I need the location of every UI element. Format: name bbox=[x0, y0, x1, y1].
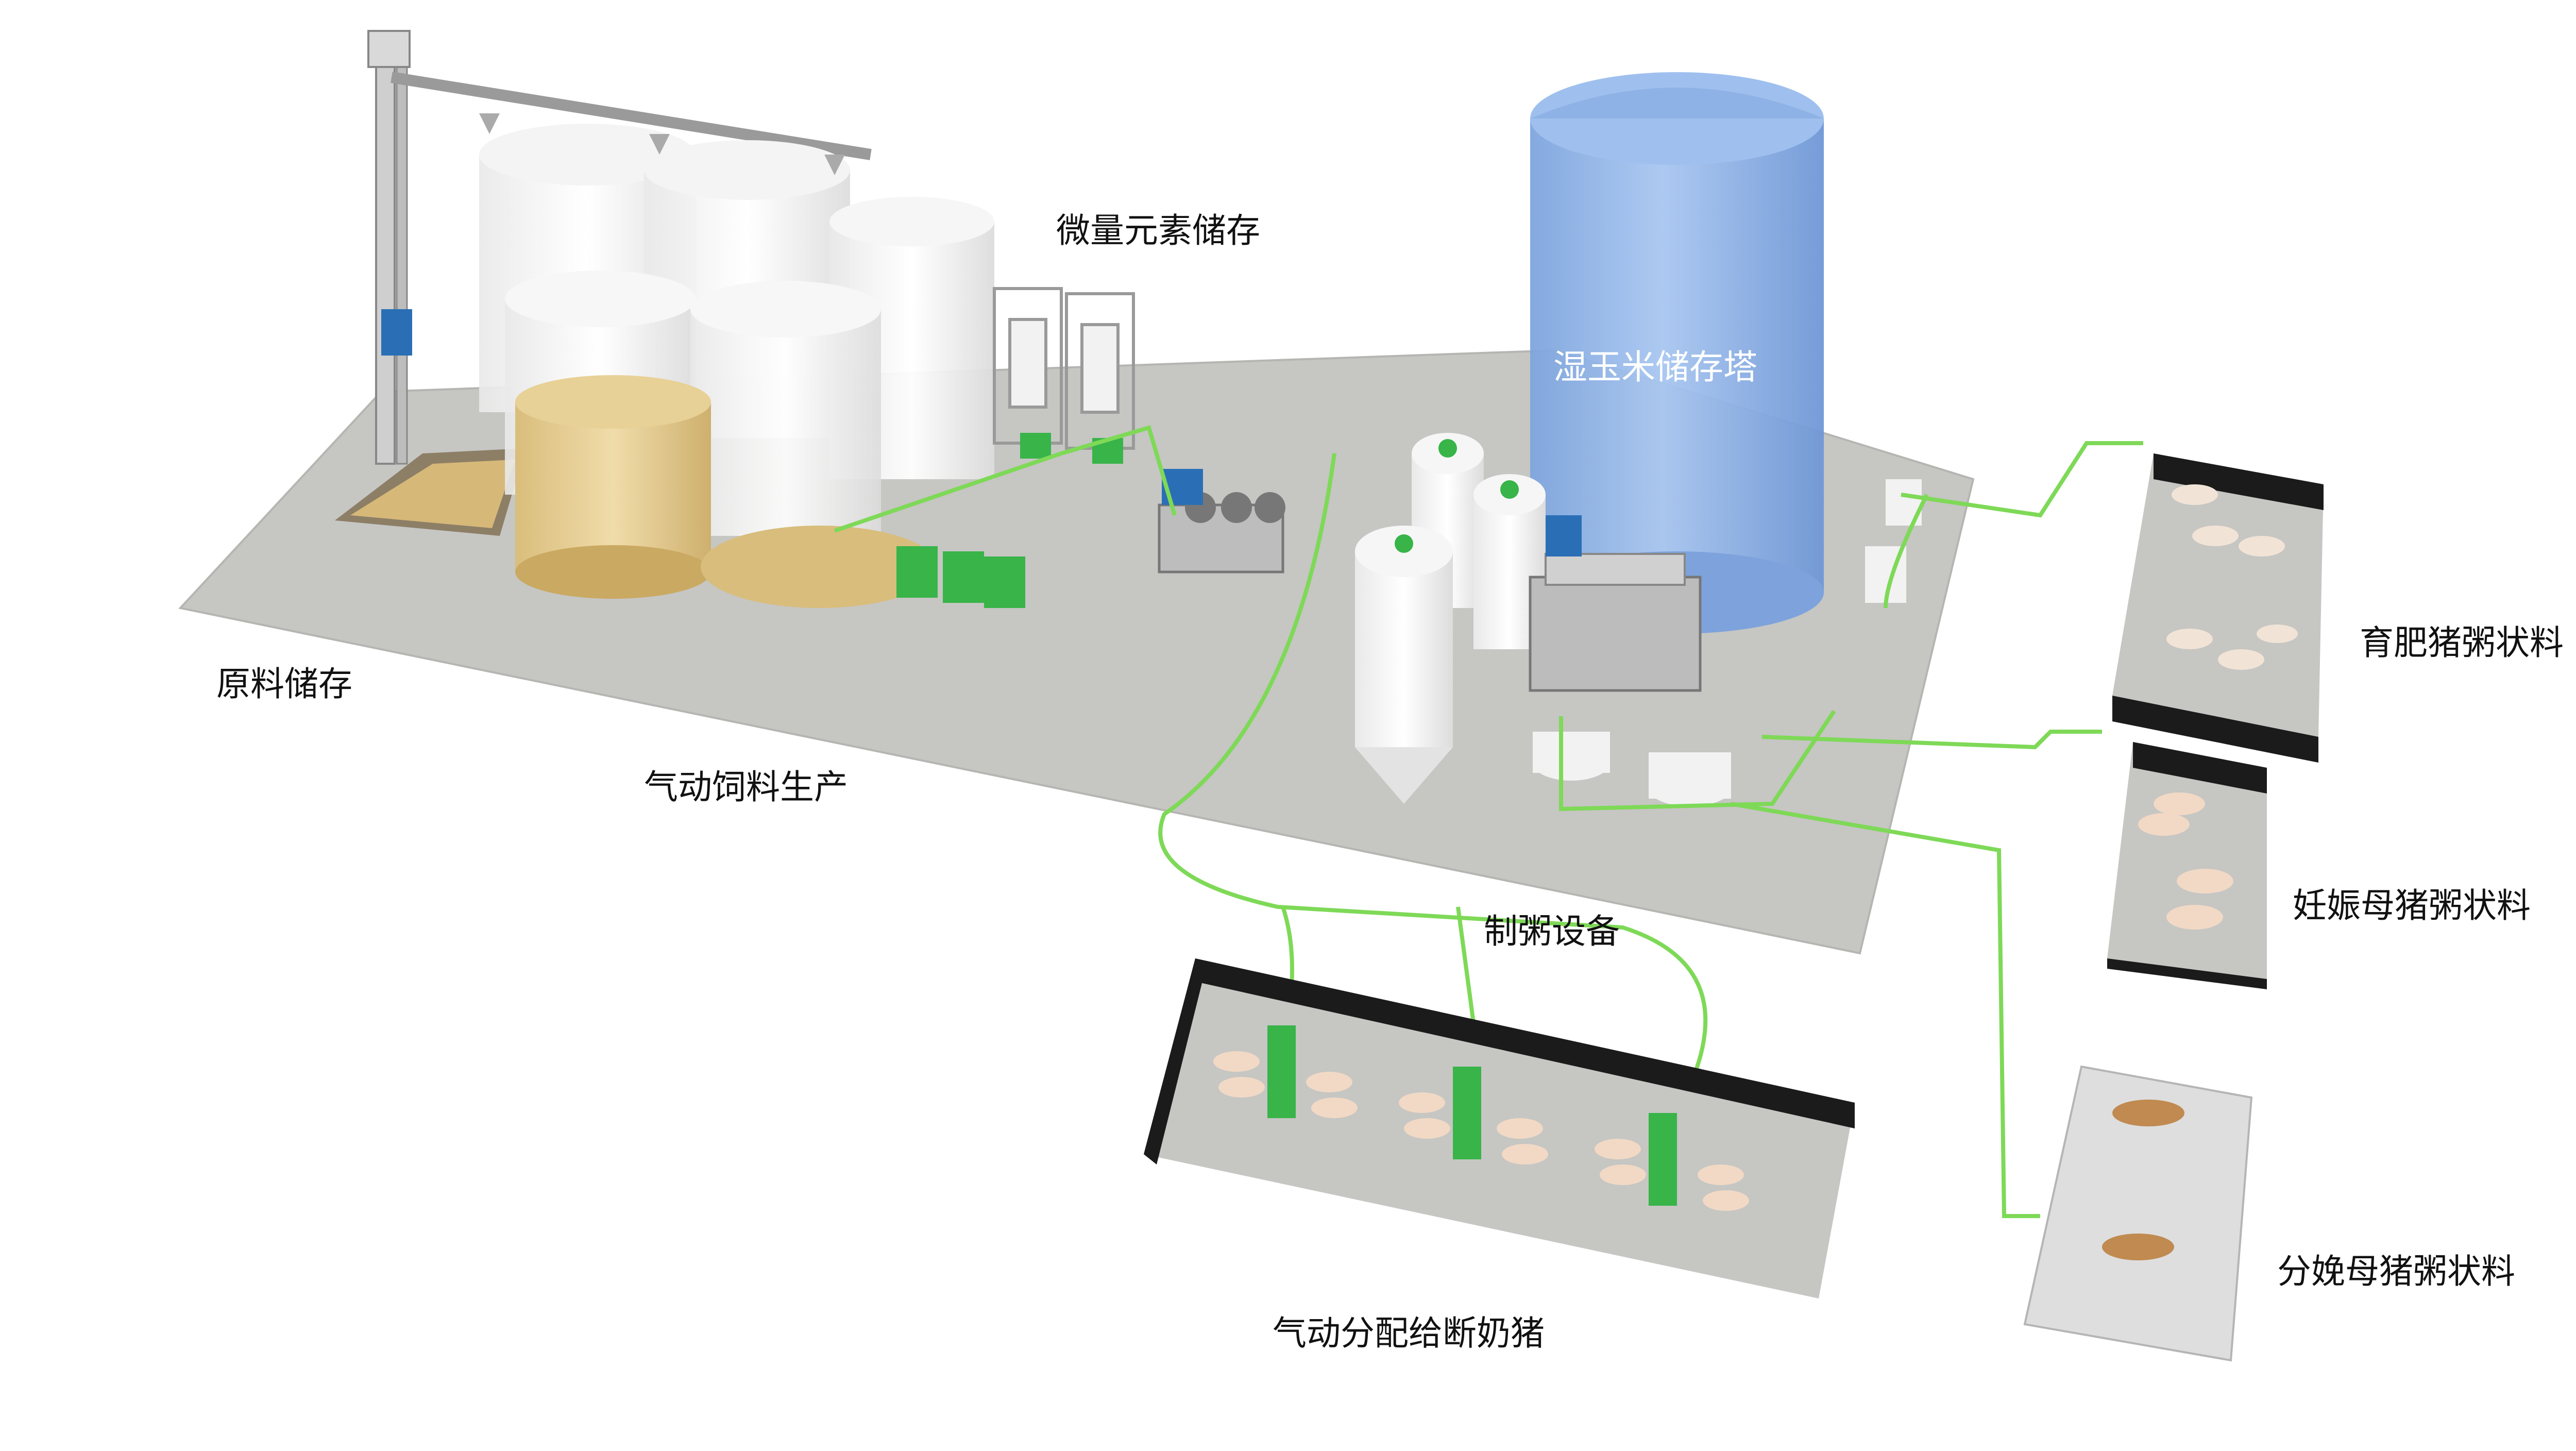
label-gestating-feed: 妊娠母猪粥状料 bbox=[2293, 886, 2531, 925]
gestating-pen bbox=[2107, 742, 2267, 989]
label-trace-storage: 微量元素储存 bbox=[1056, 211, 1260, 250]
raw-material-grain bbox=[350, 460, 515, 528]
corn-silos bbox=[515, 375, 938, 608]
bucket-elevator bbox=[367, 30, 872, 465]
finisher-pen bbox=[2112, 453, 2324, 763]
label-weaner-distribution: 气动分配给断奶猪 bbox=[1273, 1313, 1545, 1353]
label-farrowing-feed: 分娩母猪粥状料 bbox=[2277, 1252, 2515, 1291]
porridge-tanks bbox=[1355, 433, 1546, 804]
trace-element-storage bbox=[993, 287, 1135, 464]
mixer-unit bbox=[1158, 469, 1285, 573]
label-finisher-feed: 育肥猪粥状料 bbox=[2360, 623, 2564, 663]
label-raw-storage: 原料储存 bbox=[216, 664, 352, 704]
label-pneumatic-production: 气动饲料生产 bbox=[644, 767, 848, 807]
weaner-pen bbox=[1144, 958, 1855, 1298]
green-bins bbox=[896, 546, 1025, 608]
label-corn-tower: 湿玉米储存塔 bbox=[1553, 347, 1757, 387]
label-porridge-equipment: 制粥设备 bbox=[1484, 912, 1620, 951]
farrowing-pen bbox=[2023, 1065, 2253, 1362]
